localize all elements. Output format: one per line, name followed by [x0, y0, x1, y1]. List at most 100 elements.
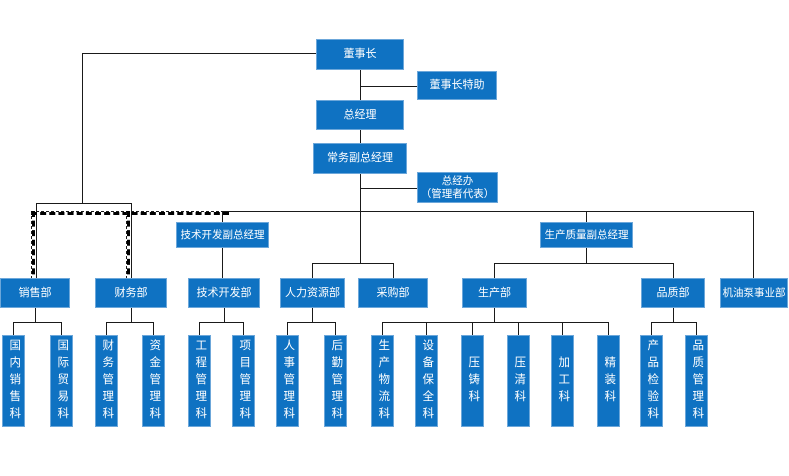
connector-chairman-left-feed	[82, 53, 316, 54]
node-sec-domestic-sales: 国内销售科	[2, 335, 25, 427]
section-label: 工程管理科	[194, 338, 207, 424]
connector-evp-main	[360, 174, 361, 263]
section-label: 国内销售科	[8, 338, 21, 424]
section-label: 精装科	[603, 355, 616, 407]
node-chairman-assistant: 董事长特助	[417, 71, 497, 100]
section-label: 国际贸易科	[56, 338, 69, 424]
connector-sales-children	[13, 322, 62, 323]
connector-production-children	[382, 322, 609, 323]
node-sec-personnel-mgmt: 人事管理科	[276, 335, 299, 427]
gm-office-subtitle: （管理者代表）	[420, 187, 495, 200]
connector-to-sales-dept	[36, 203, 37, 278]
connector-production-junction	[494, 308, 495, 322]
connector-drop	[153, 322, 154, 335]
connector-drop	[61, 322, 62, 335]
node-sec-intl-trade: 国际贸易科	[50, 335, 73, 427]
section-label: 加工科	[557, 355, 570, 407]
connector-to-quality-dept	[673, 263, 674, 278]
connector-finance-junction	[131, 308, 132, 322]
dashed-connector-to-sales	[31, 211, 35, 284]
connector-to-quality-deputy	[586, 211, 587, 222]
connector-quality-junction	[673, 308, 674, 322]
dashed-connector-horizontal	[31, 211, 229, 215]
node-sec-finance-mgmt: 财务管理科	[95, 335, 118, 427]
node-dept-sales: 销售部	[0, 278, 70, 308]
section-label: 后勤管理科	[330, 338, 343, 424]
section-label: 人事管理科	[282, 338, 295, 424]
section-label: 压清科	[513, 355, 526, 407]
connector-hr-purchasing-split	[312, 263, 394, 264]
node-general-manager: 总经理	[316, 100, 404, 130]
node-dept-oil-pump: 机油泵事业部	[720, 278, 788, 308]
node-dept-quality: 品质部	[641, 278, 705, 308]
connector-left-drop	[82, 53, 83, 204]
node-dept-hr: 人力资源部	[280, 278, 345, 308]
dashed-connector-to-finance	[126, 211, 130, 284]
node-sec-product-inspection: 产品检验科	[640, 335, 663, 427]
node-gm-office: 总经办 （管理者代表）	[417, 172, 498, 203]
connector-gm-office	[360, 188, 417, 189]
section-label: 生产物流科	[377, 338, 390, 424]
node-sec-project-mgmt: 项目管理科	[232, 335, 255, 427]
connector-drop	[562, 322, 563, 335]
connector-drop	[287, 322, 288, 335]
connector-chairman-gm	[360, 70, 361, 100]
connector-to-oil-pump	[753, 211, 754, 278]
connector-to-purchasing-dept	[393, 263, 394, 278]
node-sec-finishing: 精装科	[597, 335, 620, 427]
node-chairman: 董事长	[316, 39, 404, 70]
connector-to-tech-deputy	[222, 211, 223, 222]
node-sec-engineering-mgmt: 工程管理科	[188, 335, 211, 427]
node-quality-deputy-gm: 生产质量副总经理	[540, 222, 633, 248]
connector-drop	[518, 322, 519, 335]
connector-production-quality-split	[494, 263, 674, 264]
node-sec-production-logistics: 生产物流科	[371, 335, 394, 427]
connector-drop	[106, 322, 107, 335]
node-sec-quality-mgmt: 品质管理科	[685, 335, 708, 427]
connector-drop	[696, 322, 697, 335]
connector-tech-deputy-dept	[222, 248, 223, 278]
node-sec-logistics-mgmt: 后勤管理科	[324, 335, 347, 427]
node-sec-die-casting: 压铸科	[461, 335, 484, 427]
connector-to-finance-dept	[131, 203, 132, 278]
connector-gm-evp	[360, 130, 361, 143]
connector-to-hr-dept	[312, 263, 313, 278]
connector-hr-junction	[312, 308, 313, 322]
connector-drop	[651, 322, 652, 335]
gm-office-title: 总经办	[441, 174, 474, 187]
section-label: 品质管理科	[691, 338, 704, 424]
section-label: 资金管理科	[148, 338, 161, 424]
node-sec-funds-mgmt: 资金管理科	[142, 335, 165, 427]
node-tech-deputy-gm: 技术开发副总经理	[176, 222, 269, 248]
connector-techdev-junction	[224, 308, 225, 322]
connector-drop	[426, 322, 427, 335]
node-dept-finance: 财务部	[95, 278, 167, 308]
connector-drop	[335, 322, 336, 335]
connector-quality-children	[651, 322, 697, 323]
connector-drop	[608, 322, 609, 335]
connector-drop	[382, 322, 383, 335]
connector-hr-children	[287, 322, 336, 323]
connector-finance-children	[106, 322, 154, 323]
node-dept-purchasing: 采购部	[358, 278, 428, 308]
node-sec-equipment-maintenance: 设备保全科	[415, 335, 438, 427]
connector-main-horizontal	[222, 211, 754, 212]
section-label: 财务管理科	[101, 338, 114, 424]
node-dept-tech-dev: 技术开发部	[188, 278, 260, 308]
node-sec-pressure-cleaning: 压清科	[507, 335, 530, 427]
connector-drop	[199, 322, 200, 335]
connector-techdev-children	[199, 322, 244, 323]
connector-drop	[243, 322, 244, 335]
connector-drop	[13, 322, 14, 335]
node-executive-deputy-gm: 常务副总经理	[313, 143, 407, 174]
node-sec-machining: 加工科	[551, 335, 574, 427]
connector-sales-finance-split	[36, 203, 132, 204]
section-label: 压铸科	[467, 355, 480, 407]
section-label: 产品检验科	[646, 338, 659, 424]
connector-sales-junction	[35, 308, 36, 322]
section-label: 设备保全科	[421, 338, 434, 424]
node-dept-production: 生产部	[462, 278, 527, 308]
connector-chairman-assistant	[360, 86, 417, 87]
section-label: 项目管理科	[238, 338, 251, 424]
